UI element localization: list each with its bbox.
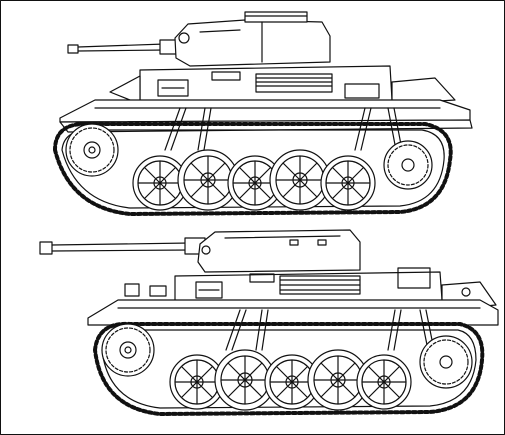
top-gun-barrel	[67, 39, 179, 55]
bottom-turret	[197, 229, 361, 273]
bottom-hull	[87, 299, 499, 326]
top-road-wheel-1	[132, 155, 188, 211]
top-tank-drawing	[53, 11, 473, 216]
bottom-drive-sprocket	[101, 323, 155, 377]
top-drive-sprocket	[65, 123, 119, 177]
top-turret	[174, 11, 331, 67]
top-road-wheel-2	[177, 149, 239, 211]
bottom-idler-wheel	[419, 335, 473, 389]
bottom-road-wheel-5	[356, 354, 412, 410]
top-road-wheel-4	[269, 149, 331, 211]
bottom-tank-drawing	[39, 229, 499, 416]
bottom-gun-barrel	[39, 237, 206, 255]
top-hull	[59, 99, 473, 133]
top-idler-wheel	[383, 140, 433, 190]
bottom-road-wheels	[169, 349, 412, 411]
top-superstructure	[109, 65, 456, 105]
top-road-wheels	[132, 149, 376, 211]
top-suspension	[164, 107, 403, 151]
bottom-road-wheel-3	[264, 354, 320, 410]
top-road-wheel-5	[320, 155, 376, 211]
